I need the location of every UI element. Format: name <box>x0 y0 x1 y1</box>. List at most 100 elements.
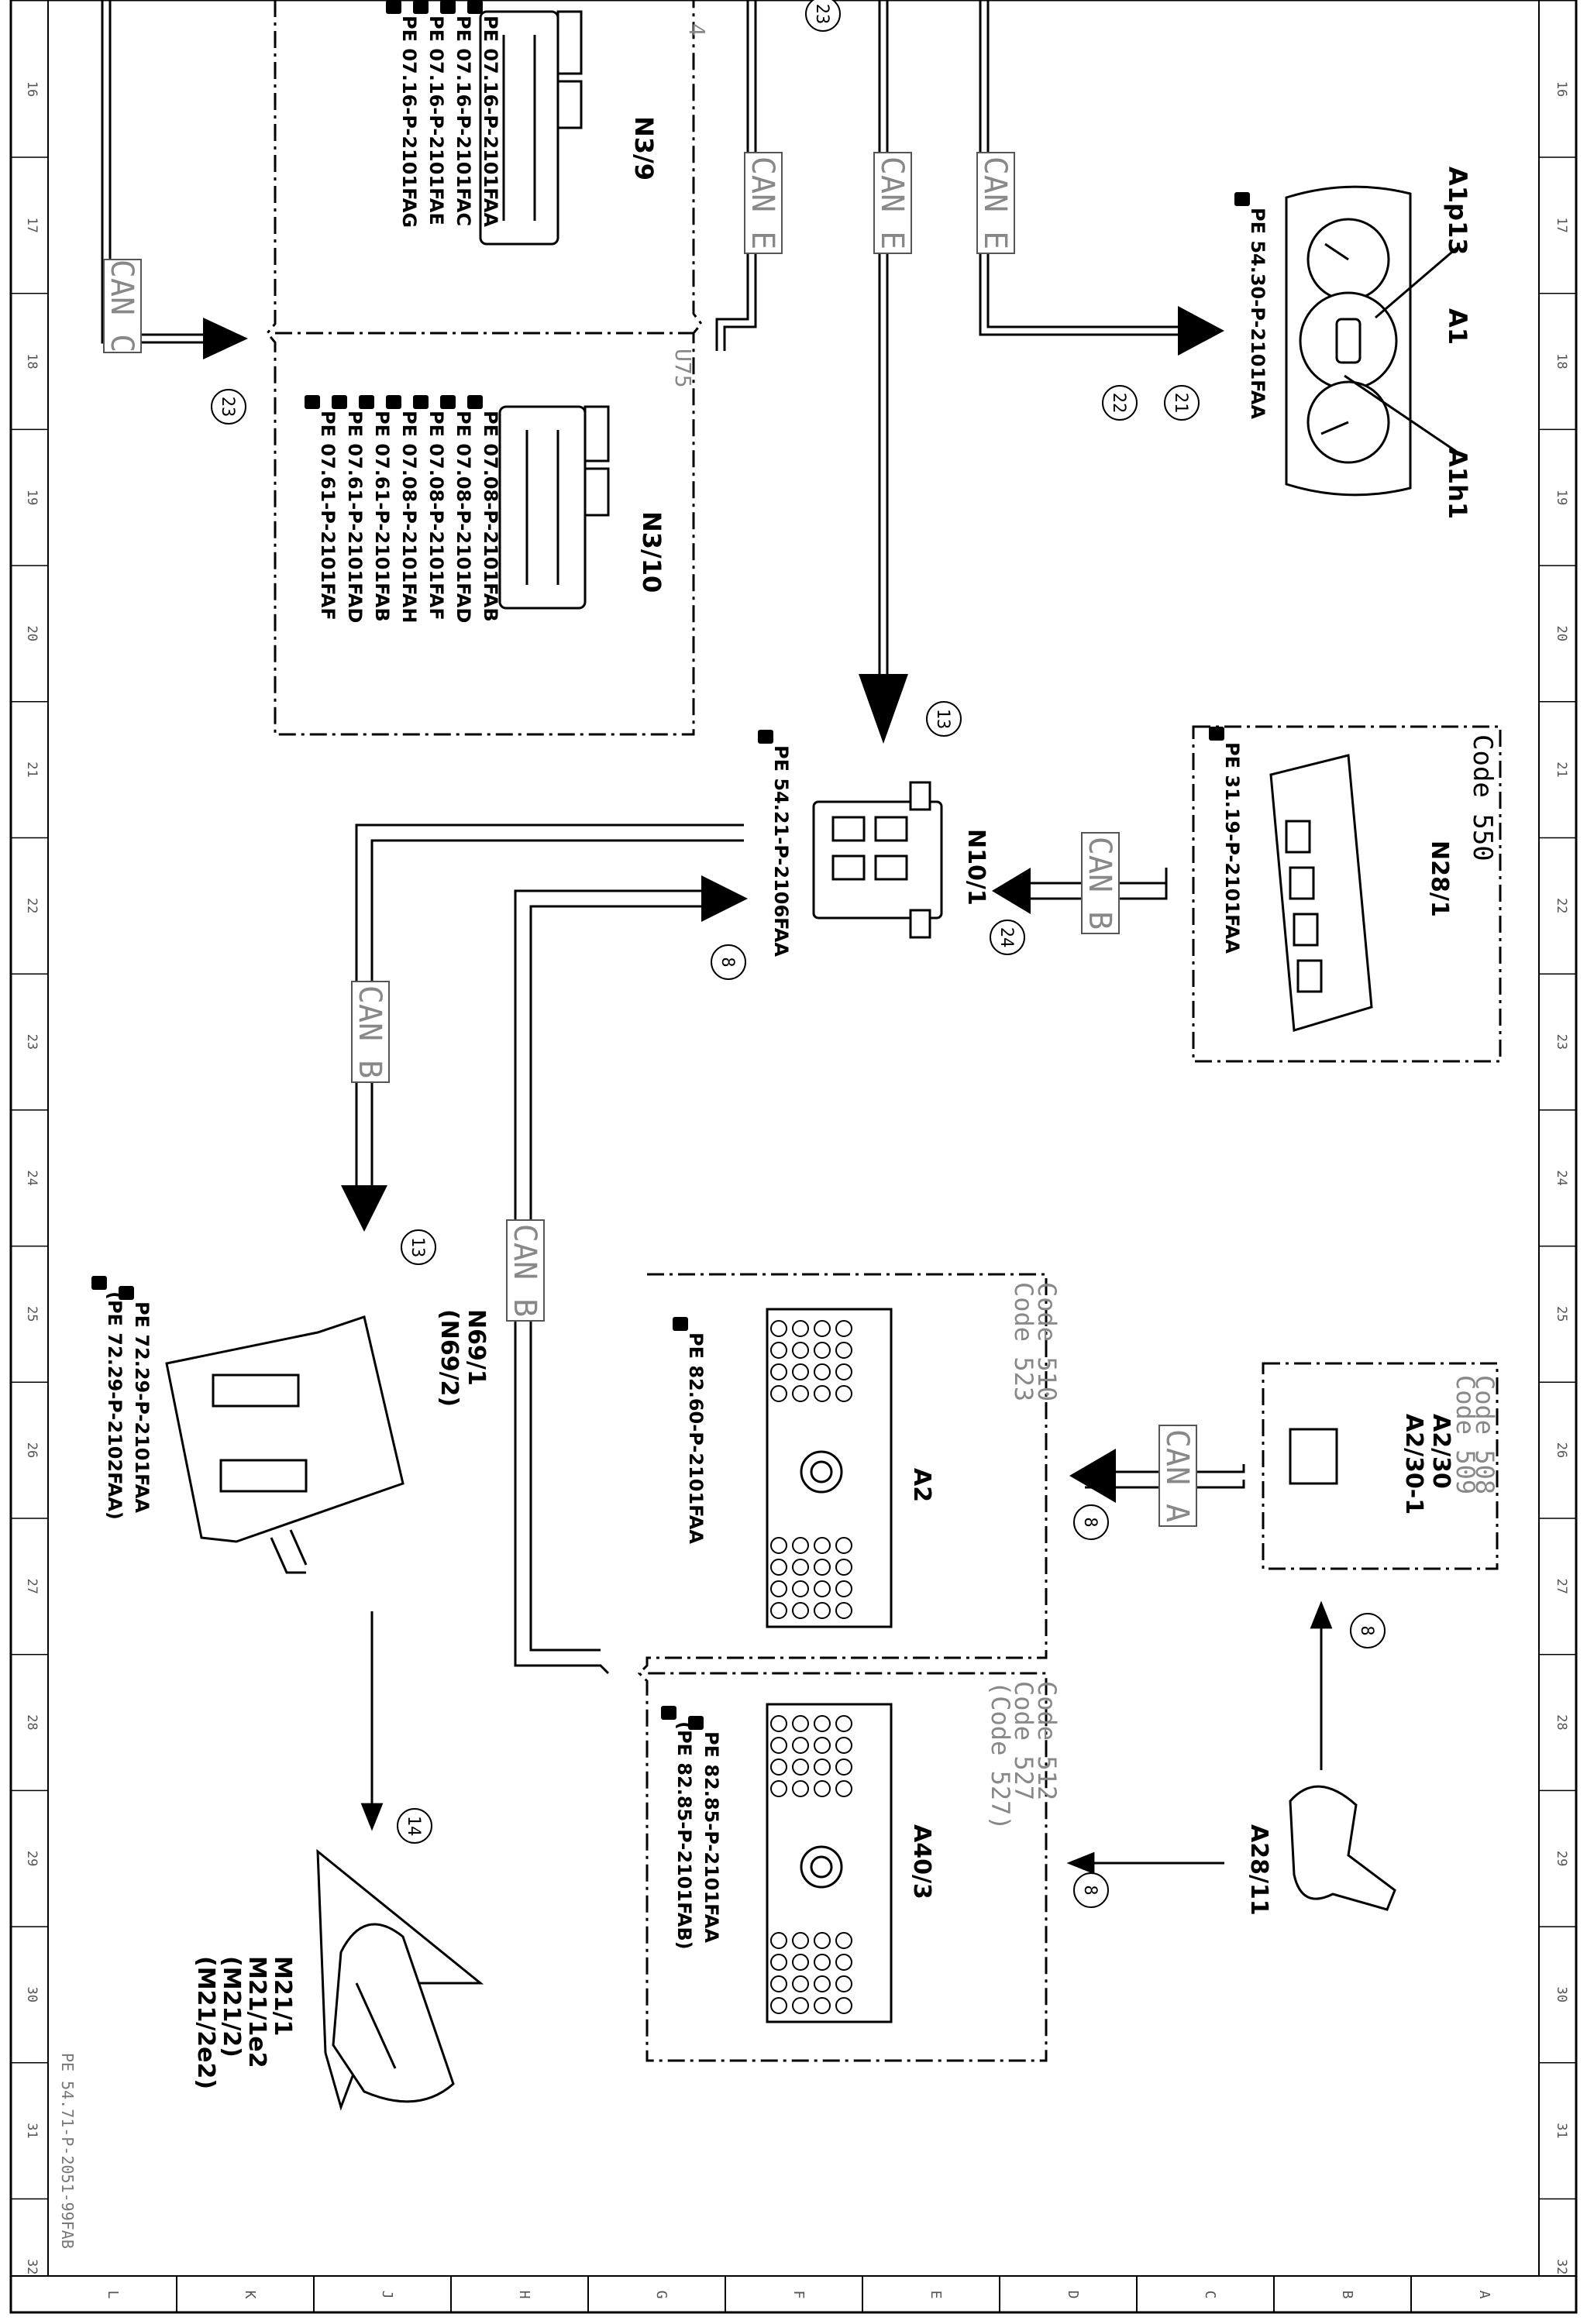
column-letter: B <box>1339 2291 1355 2299</box>
svg-text:CAN B: CAN B <box>507 1224 542 1317</box>
svg-text:8: 8 <box>1080 1517 1100 1527</box>
n69-1-ref2: (PE 72.29-P-2102FAA) <box>104 1291 126 1520</box>
marker-8-b: 8 <box>1073 1504 1109 1540</box>
m21-mirror-component[interactable]: M21/1 M21/1e2 (M21/2) (M21/2e2) <box>192 1848 484 2111</box>
can-e-label-3: CAN E <box>976 152 1015 254</box>
marker-14: 14 <box>397 1808 432 1844</box>
n10-1-component[interactable]: N10/1 PE 54.21-P-2106FAA <box>770 745 990 957</box>
controller-knob-icon <box>1289 1785 1396 1911</box>
row-number: 18 <box>24 353 40 369</box>
a2-30-name1: A2/30 <box>1427 1414 1454 1489</box>
reference-hand-icon <box>386 0 401 14</box>
svg-text:PE 07.16-P-2101FAA: PE 07.16-P-2101FAA <box>480 15 501 227</box>
can-b-label-n28: CAN B <box>1081 832 1120 934</box>
a28-11-name: A28/11 <box>1245 1824 1272 1916</box>
fuse-relay-module-icon <box>812 781 943 939</box>
instrument-cluster-icon <box>1285 185 1465 497</box>
can-e-label-1: CAN E <box>744 152 783 254</box>
radio-unit-icon <box>766 1308 893 1628</box>
svg-text:CAN E: CAN E <box>874 156 910 249</box>
can-b-wire-radio <box>514 889 713 1675</box>
a2-30-code2: Code 509 <box>1451 1375 1480 1494</box>
svg-text:PE 07.08-P-2101FAH: PE 07.08-P-2101FAH <box>398 411 420 623</box>
marker-8-d: 8 <box>1073 1872 1109 1908</box>
n3-9-name: N3/9 <box>629 116 659 180</box>
svg-text:21: 21 <box>1171 393 1190 414</box>
m21-line4: (M21/2e2) <box>192 1956 219 2089</box>
can-a-wire <box>1085 1464 1245 1473</box>
a1-instrument-cluster[interactable]: A1p13 A1 A1h1 PE 54.30-P-2101FAA <box>1247 167 1472 519</box>
a2-radio-component[interactable]: Code 510 Code 523 A2 PE 82.60-P-2101FAA <box>685 1282 1062 1628</box>
reference-hand-icon <box>1234 192 1250 206</box>
n69-1-ref1: PE 72.29-P-2101FAA <box>131 1301 153 1513</box>
row-number: 19 <box>24 490 40 505</box>
row-number: 17 <box>1554 217 1569 232</box>
n10-1-ref: PE 54.21-P-2106FAA <box>770 745 792 957</box>
a2-30-name2: A2/30-1 <box>1400 1414 1427 1514</box>
marker-8-c: 8 <box>1350 1613 1386 1648</box>
reference-hand-icon <box>440 395 456 409</box>
trailer-module-icon <box>1269 754 1373 1032</box>
a2-ref: PE 82.60-P-2101FAA <box>685 1332 707 1544</box>
n28-1-name: N28/1 <box>1426 841 1453 917</box>
a2-30-module-icon <box>1289 1428 1338 1485</box>
group-boxes <box>266 0 1502 2062</box>
row-number: 23 <box>1554 1034 1569 1050</box>
n69-1-component[interactable]: N69/1 (N69/2) PE 72.29-P-2101FAA (PE 72.… <box>104 1291 490 1574</box>
reference-hand-icon <box>359 395 374 409</box>
row-number: 26 <box>1554 1442 1569 1458</box>
a2-30-box <box>1262 1362 1499 1570</box>
n3-10-variant: U75 <box>670 349 696 388</box>
a40-3-component[interactable]: Code 512 Code 527 (Code 527) A40/3 PE 82… <box>673 1681 1062 2023</box>
a2-code1: Code 510 <box>1032 1282 1062 1401</box>
ecu-icon <box>479 10 583 246</box>
row-number: 21 <box>24 761 40 777</box>
a2-30-code1: Code 508 <box>1470 1375 1499 1494</box>
column-letter: G <box>653 2291 670 2299</box>
m21-line2: M21/1e2 <box>243 1956 270 2068</box>
marker-21: 21 <box>1164 385 1200 421</box>
reference-hand-icon <box>661 1706 676 1720</box>
a2-30-component[interactable]: Code 508 Code 509 A2/30 A2/30-1 <box>1289 1375 1499 1514</box>
column-letter: A <box>1476 2291 1492 2299</box>
marker-8-a: 8 <box>711 944 746 980</box>
can-b-wire-n69b <box>370 839 744 1185</box>
svg-text:PE 07.61-P-2101FAF: PE 07.61-P-2101FAF <box>317 411 339 621</box>
row-number: 30 <box>24 1987 40 2003</box>
can-e-wire-3b <box>986 0 1178 328</box>
svg-text:PE 07.16-P-2101FAE: PE 07.16-P-2101FAE <box>425 15 447 225</box>
row-number: 28 <box>1554 1714 1569 1730</box>
svg-text:PE 07.16-P-2101FAC: PE 07.16-P-2101FAC <box>453 15 474 226</box>
a1h1-label: A1h1 <box>1443 448 1472 519</box>
n3-10-component[interactable]: U75 N3/10 PE 07.08-P-2101FAB PE 07.08-P-… <box>317 349 696 623</box>
reference-hand-icon <box>673 1317 688 1331</box>
svg-text:22: 22 <box>1109 393 1128 414</box>
n28-1-component[interactable]: Code 550 N28/1 PE 31.19-P-2101FAA <box>1221 734 1498 1032</box>
n69-1-name: N69/1 <box>463 1309 490 1386</box>
marker-13-b: 13 <box>401 1229 436 1265</box>
n3-9-variant: 4 <box>684 23 710 36</box>
svg-text:CAN C: CAN C <box>104 260 139 352</box>
a40-3-ref2: (PE 82.85-P-2101FAB) <box>673 1721 695 1950</box>
n3-9-component[interactable]: 4 N3/9 PE 07.16-P-2101FAA PE 07.16-P-210… <box>398 10 710 246</box>
can-c-wire <box>101 0 203 344</box>
reference-hand-icon <box>413 0 429 14</box>
svg-text:PE 07.16-P-2101FAG: PE 07.16-P-2101FAG <box>398 15 420 228</box>
column-letter: F <box>790 2291 807 2299</box>
n69-1-alt: (N69/2) <box>435 1309 463 1407</box>
reference-hand-icon <box>413 395 429 409</box>
a40-3-name: A40/3 <box>908 1824 935 1899</box>
svg-text:CAN B: CAN B <box>1082 837 1117 930</box>
reference-hand-icon <box>305 395 320 409</box>
svg-text:8: 8 <box>1357 1625 1376 1635</box>
a28-11-component[interactable]: A28/11 <box>1245 1785 1396 1916</box>
column-letter: C <box>1202 2291 1218 2299</box>
door-module-icon <box>165 1315 404 1574</box>
can-b-wire-n28b <box>1031 883 1168 900</box>
svg-text:23: 23 <box>218 397 237 418</box>
row-number: 30 <box>1554 1987 1569 2003</box>
row-number: 20 <box>1554 626 1569 641</box>
